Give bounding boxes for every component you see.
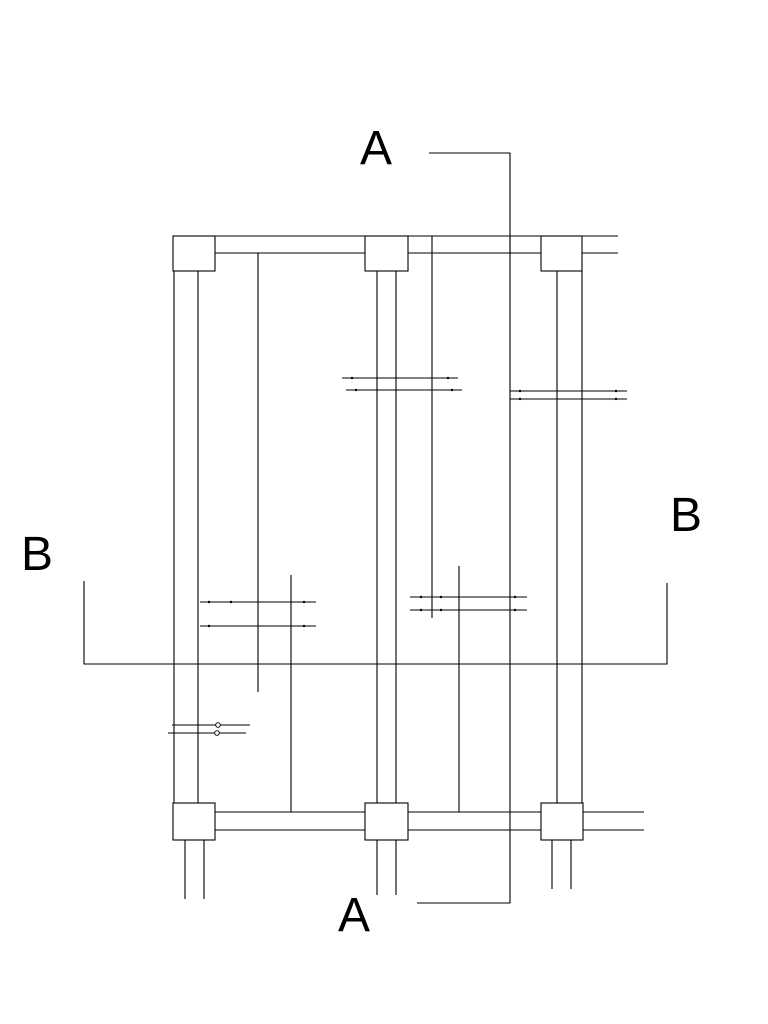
rebar-callout-lower-left bbox=[200, 600, 316, 628]
rebar-callout-left-small bbox=[168, 722, 250, 736]
section-label-a-bottom: A bbox=[338, 889, 370, 942]
beam-right bbox=[551, 271, 583, 889]
section-line-a bbox=[417, 152, 511, 904]
section-label-b-left: B bbox=[21, 528, 53, 581]
beam-left bbox=[173, 271, 205, 899]
rebar-callout-lower-center bbox=[410, 595, 527, 612]
column-top-right bbox=[540, 235, 583, 272]
column-top-middle bbox=[364, 235, 409, 272]
beam-middle bbox=[376, 271, 397, 895]
section-line-b bbox=[83, 581, 668, 665]
column-top-left bbox=[172, 235, 216, 272]
column-bottom-left bbox=[172, 802, 216, 841]
section-label-a-top: A bbox=[360, 122, 392, 175]
column-bottom-middle bbox=[364, 802, 409, 841]
column-bottom-right bbox=[540, 802, 584, 841]
rebar-callout-top-middle bbox=[342, 376, 462, 392]
section-label-b-right: B bbox=[670, 489, 702, 542]
rebar-callout-top-right bbox=[510, 389, 627, 401]
